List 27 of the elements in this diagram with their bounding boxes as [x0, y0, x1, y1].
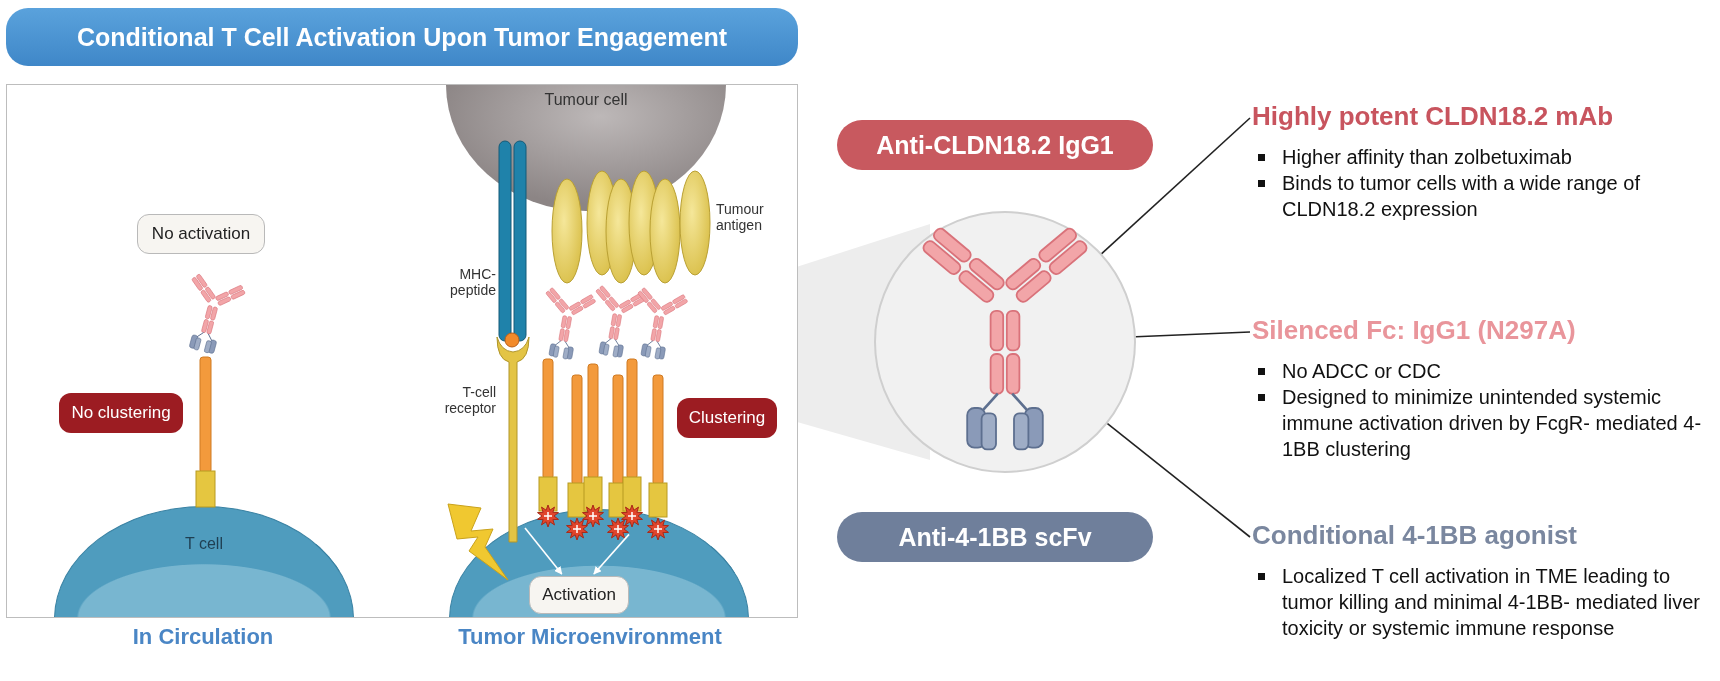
bullet-item: Higher affinity than zolbetuximab [1250, 144, 1716, 170]
t-cell-body: T cell [54, 506, 354, 617]
arrow [524, 527, 563, 575]
illustration-panel [6, 84, 798, 618]
panel-caption: Tumor Microenvironment [457, 624, 723, 650]
connector-line [1100, 117, 1251, 255]
part-label: MHC- peptide [449, 266, 496, 298]
status-tag: Activation [529, 576, 629, 614]
connector-line [1106, 422, 1251, 538]
status-tag: Clustering [677, 398, 777, 438]
arrow [593, 533, 630, 575]
bullet-item: Localized T cell activation in TME leading to tumor killing and minimal 4-1BB- mediated liver toxicity or systemic immune response [1250, 563, 1716, 641]
bullet-item: Binds to tumor cells with a wide range of CLDN18.2 expression [1250, 170, 1716, 222]
bullet-item: Designed to minimize unintended systemic immune activation driven by FcgR- mediated 4-1BB clustering [1250, 384, 1716, 462]
panel-caption: In Circulation [131, 624, 275, 650]
feature-heading: Highly potent CLDN18.2 mAb [1251, 100, 1614, 133]
connector-line [1135, 331, 1251, 338]
title-banner: Conditional T Cell Activation Upon Tumor Engagement [6, 8, 798, 66]
status-tag: No activation [137, 214, 265, 254]
part-label: T-cell receptor [443, 384, 496, 416]
part-label: Tumour antigen [716, 201, 765, 233]
feature-heading: Conditional 4-1BB agonist [1251, 519, 1577, 552]
component-pill: Anti-4-1BB scFv [837, 512, 1153, 562]
component-pill: Anti-CLDN18.2 IgG1 [837, 120, 1153, 170]
status-tag: No clustering [59, 393, 183, 433]
bullet-item: No ADCC or CDC [1250, 358, 1716, 384]
feature-heading: Silenced Fc: IgG1 (N297A) [1251, 314, 1576, 347]
